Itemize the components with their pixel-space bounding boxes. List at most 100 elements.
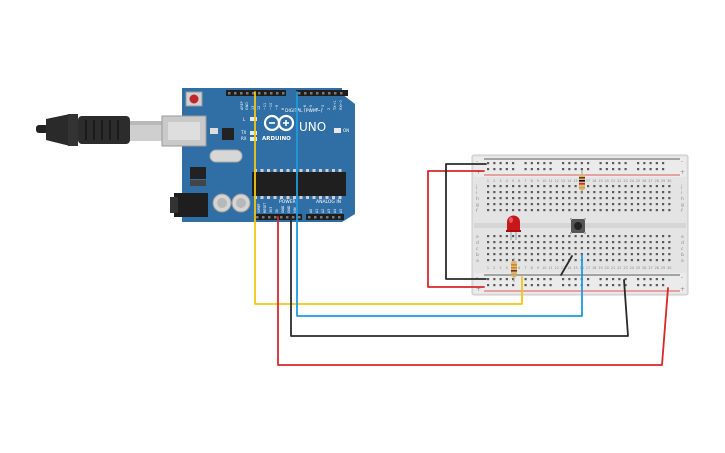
- breadboard-hole[interactable]: [624, 191, 627, 194]
- breadboard-hole[interactable]: [599, 203, 602, 206]
- breadboard-hole[interactable]: [612, 253, 615, 256]
- breadboard-hole[interactable]: [593, 253, 596, 256]
- breadboard-hole[interactable]: [568, 284, 571, 287]
- breadboard-hole[interactable]: [587, 284, 590, 287]
- breadboard-hole[interactable]: [630, 203, 633, 206]
- breadboard-hole[interactable]: [574, 241, 577, 244]
- breadboard-hole[interactable]: [662, 241, 665, 244]
- breadboard-hole[interactable]: [580, 162, 583, 165]
- breadboard-hole[interactable]: [568, 191, 571, 194]
- breadboard-hole[interactable]: [562, 278, 565, 281]
- header-hole[interactable]: [282, 92, 285, 95]
- breadboard-hole[interactable]: [580, 253, 583, 256]
- breadboard-hole[interactable]: [655, 197, 658, 200]
- breadboard-hole[interactable]: [562, 259, 565, 262]
- breadboard-hole[interactable]: [624, 278, 627, 281]
- breadboard-hole[interactable]: [487, 253, 490, 256]
- breadboard-hole[interactable]: [493, 197, 496, 200]
- breadboard-hole[interactable]: [530, 259, 533, 262]
- breadboard-hole[interactable]: [487, 209, 490, 212]
- breadboard-hole[interactable]: [537, 185, 540, 188]
- breadboard-hole[interactable]: [524, 241, 527, 244]
- breadboard-hole[interactable]: [605, 203, 608, 206]
- breadboard-hole[interactable]: [599, 247, 602, 250]
- breadboard-hole[interactable]: [618, 168, 621, 171]
- breadboard-hole[interactable]: [549, 197, 552, 200]
- breadboard-hole[interactable]: [655, 278, 658, 281]
- breadboard-hole[interactable]: [630, 209, 633, 212]
- breadboard-hole[interactable]: [530, 162, 533, 165]
- breadboard-hole[interactable]: [505, 235, 508, 238]
- breadboard-hole[interactable]: [499, 203, 502, 206]
- breadboard-hole[interactable]: [562, 185, 565, 188]
- breadboard-hole[interactable]: [574, 162, 577, 165]
- breadboard-hole[interactable]: [630, 185, 633, 188]
- breadboard-hole[interactable]: [655, 259, 658, 262]
- breadboard-hole[interactable]: [643, 203, 646, 206]
- breadboard-hole[interactable]: [624, 185, 627, 188]
- breadboard-hole[interactable]: [512, 284, 515, 287]
- breadboard-hole[interactable]: [655, 235, 658, 238]
- breadboard-hole[interactable]: [505, 241, 508, 244]
- breadboard-hole[interactable]: [574, 185, 577, 188]
- breadboard-hole[interactable]: [499, 241, 502, 244]
- breadboard-hole[interactable]: [587, 247, 590, 250]
- breadboard-hole[interactable]: [662, 162, 665, 165]
- breadboard-hole[interactable]: [618, 191, 621, 194]
- breadboard-hole[interactable]: [605, 191, 608, 194]
- breadboard-hole[interactable]: [518, 191, 521, 194]
- breadboard-hole[interactable]: [662, 197, 665, 200]
- breadboard-hole[interactable]: [537, 278, 540, 281]
- breadboard-hole[interactable]: [605, 284, 608, 287]
- breadboard-hole[interactable]: [643, 247, 646, 250]
- breadboard-hole[interactable]: [599, 209, 602, 212]
- breadboard-hole[interactable]: [605, 162, 608, 165]
- breadboard-hole[interactable]: [643, 278, 646, 281]
- breadboard-hole[interactable]: [618, 162, 621, 165]
- breadboard-hole[interactable]: [543, 253, 546, 256]
- breadboard-hole[interactable]: [505, 203, 508, 206]
- breadboard-hole[interactable]: [618, 284, 621, 287]
- breadboard-hole[interactable]: [649, 259, 652, 262]
- breadboard-hole[interactable]: [537, 197, 540, 200]
- breadboard-hole[interactable]: [568, 209, 571, 212]
- breadboard-hole[interactable]: [624, 197, 627, 200]
- breadboard-hole[interactable]: [637, 203, 640, 206]
- breadboard-hole[interactable]: [643, 197, 646, 200]
- breadboard-hole[interactable]: [612, 203, 615, 206]
- breadboard-hole[interactable]: [612, 191, 615, 194]
- breadboard-hole[interactable]: [543, 259, 546, 262]
- breadboard-hole[interactable]: [499, 191, 502, 194]
- breadboard-hole[interactable]: [624, 203, 627, 206]
- breadboard-hole[interactable]: [662, 259, 665, 262]
- breadboard-hole[interactable]: [643, 241, 646, 244]
- header-hole[interactable]: [270, 92, 273, 95]
- breadboard-hole[interactable]: [599, 185, 602, 188]
- breadboard-hole[interactable]: [568, 162, 571, 165]
- breadboard-hole[interactable]: [493, 259, 496, 262]
- breadboard-hole[interactable]: [505, 168, 508, 171]
- breadboard-hole[interactable]: [537, 203, 540, 206]
- breadboard-hole[interactable]: [618, 185, 621, 188]
- breadboard-hole[interactable]: [605, 168, 608, 171]
- breadboard-hole[interactable]: [543, 209, 546, 212]
- breadboard-hole[interactable]: [668, 209, 671, 212]
- breadboard-hole[interactable]: [487, 259, 490, 262]
- breadboard-hole[interactable]: [518, 235, 521, 238]
- header-hole[interactable]: [304, 92, 307, 95]
- breadboard-hole[interactable]: [568, 278, 571, 281]
- breadboard-hole[interactable]: [543, 278, 546, 281]
- breadboard-hole[interactable]: [605, 235, 608, 238]
- breadboard-hole[interactable]: [574, 284, 577, 287]
- breadboard-hole[interactable]: [574, 197, 577, 200]
- breadboard-hole[interactable]: [605, 209, 608, 212]
- breadboard-hole[interactable]: [537, 259, 540, 262]
- breadboard-hole[interactable]: [630, 241, 633, 244]
- breadboard-hole[interactable]: [562, 197, 565, 200]
- header-hole[interactable]: [252, 92, 255, 95]
- breadboard-hole[interactable]: [655, 162, 658, 165]
- breadboard-hole[interactable]: [530, 197, 533, 200]
- breadboard-hole[interactable]: [605, 259, 608, 262]
- breadboard-hole[interactable]: [643, 162, 646, 165]
- breadboard-hole[interactable]: [524, 197, 527, 200]
